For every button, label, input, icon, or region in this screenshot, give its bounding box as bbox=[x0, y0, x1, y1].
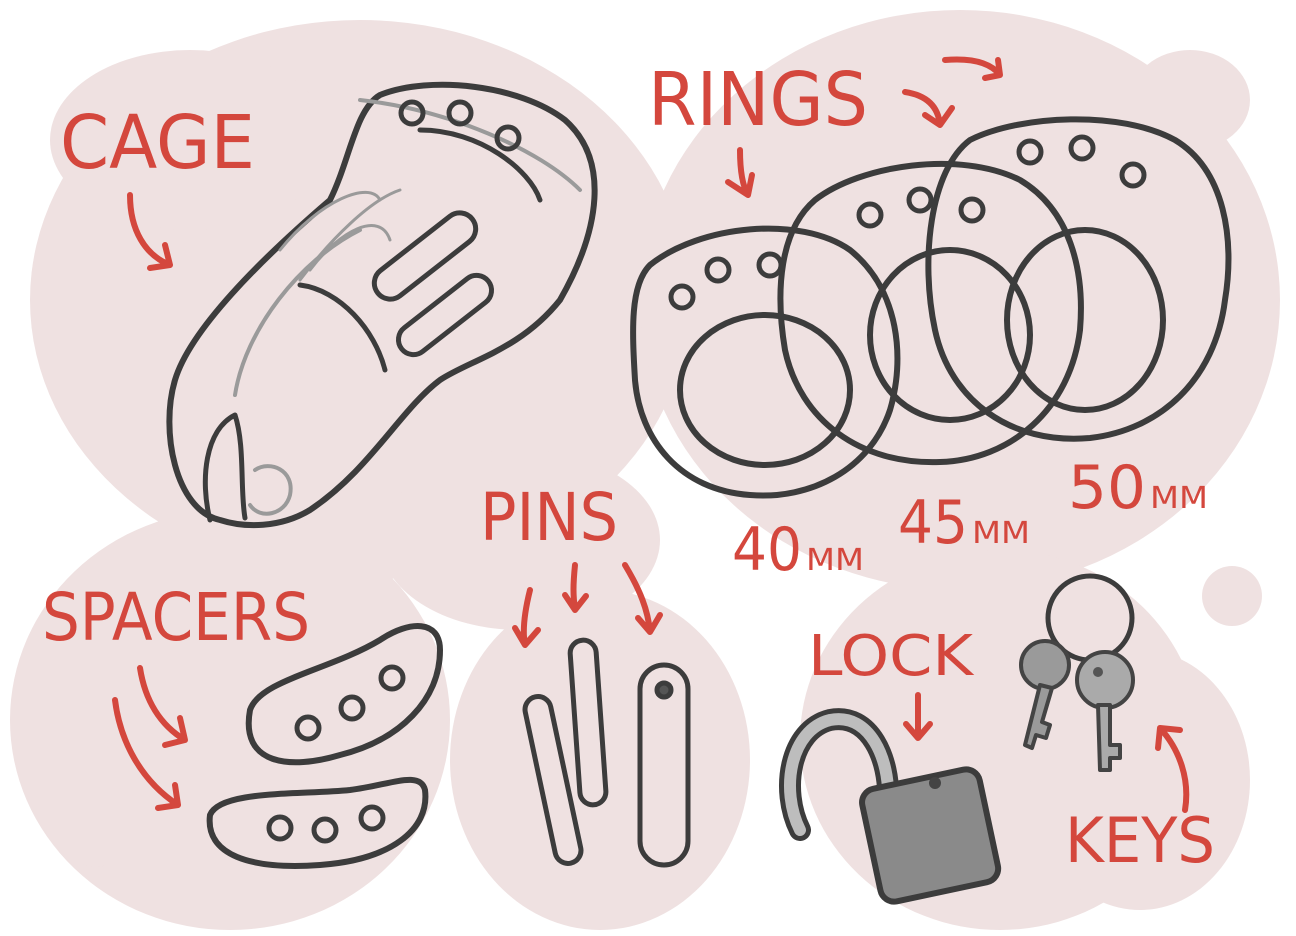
label-cage: CAGE bbox=[60, 100, 255, 186]
spacer-top bbox=[245, 623, 443, 766]
ring-45mm bbox=[777, 160, 1084, 466]
label-ring-45: 45 bbox=[898, 488, 968, 558]
background-blobs bbox=[10, 10, 1280, 930]
pin-right bbox=[637, 662, 691, 868]
pin-middle bbox=[567, 637, 609, 808]
cage-holes bbox=[398, 99, 522, 152]
cage-illustration bbox=[166, 81, 598, 529]
spacer-bottom bbox=[206, 776, 429, 869]
label-lock: LOCK bbox=[808, 624, 974, 689]
ring-50mm bbox=[925, 116, 1232, 442]
padlock-icon bbox=[779, 708, 1002, 905]
label-keys: KEYS bbox=[1065, 804, 1215, 877]
arrows bbox=[112, 56, 1190, 813]
label-ring-40: 40 bbox=[732, 515, 802, 585]
label-ring-50: 50 bbox=[1068, 453, 1146, 523]
label-pins: PINS bbox=[480, 479, 618, 556]
label-unit-40: MM bbox=[806, 543, 864, 578]
label-unit-45: MM bbox=[972, 516, 1030, 551]
label-unit-50: MM bbox=[1150, 481, 1208, 516]
keys-icon bbox=[1019, 573, 1135, 772]
label-spacers: SPACERS bbox=[42, 579, 310, 656]
label-rings: RINGS bbox=[648, 57, 868, 143]
pins-illustration bbox=[522, 637, 691, 868]
ring-40mm bbox=[630, 225, 901, 499]
pin-left bbox=[522, 694, 584, 866]
